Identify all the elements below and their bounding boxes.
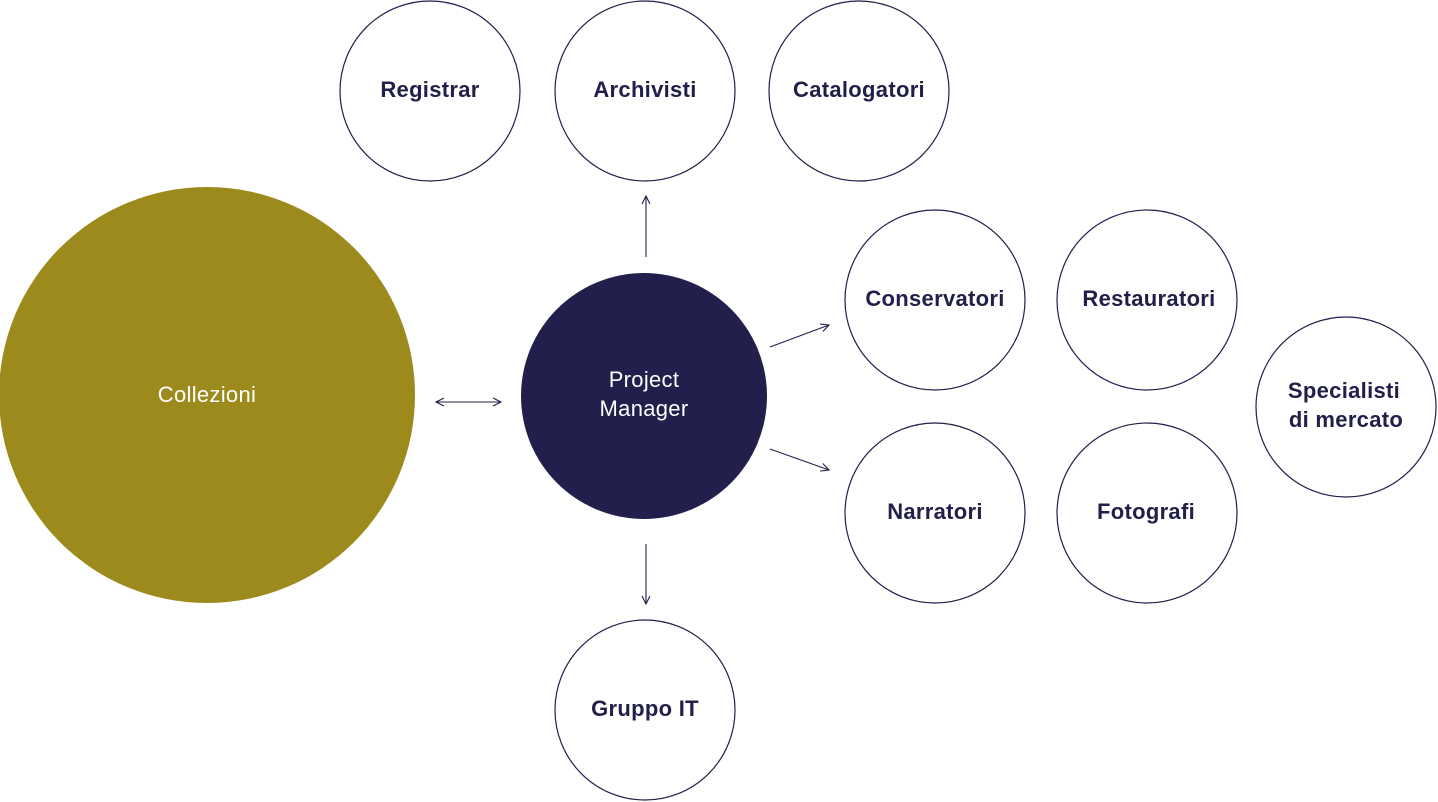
restauratori-circle — [1056, 209, 1238, 391]
node-conservatori: Conservatori — [844, 209, 1026, 391]
node-narratori: Narratori — [844, 422, 1026, 604]
archivisti-label: Archivisti — [593, 77, 696, 102]
catalogatori-circle — [768, 0, 950, 182]
node-archivisti: Archivisti — [554, 0, 736, 182]
arrow-to-conservatori — [769, 325, 829, 348]
node-gruppo-it: Gruppo IT — [554, 619, 736, 801]
conservatori-label: Conservatori — [865, 286, 1004, 311]
node-registrar: Registrar — [339, 0, 521, 182]
restauratori-label: Restauratori — [1082, 286, 1215, 311]
node-fotografi: Fotografi — [1056, 422, 1238, 604]
node-collezioni: Collezioni — [0, 187, 415, 603]
catalogatori-label: Catalogatori — [793, 77, 925, 102]
arrow-to-narratori — [769, 448, 829, 470]
fotografi-label: Fotografi — [1097, 499, 1195, 524]
registrar-label: Registrar — [380, 77, 479, 102]
project-manager-circle — [521, 273, 767, 519]
narratori-circle — [844, 422, 1026, 604]
collezioni-label: Collezioni — [158, 382, 256, 407]
registrar-circle — [339, 0, 521, 182]
project-manager-label-line-1: Project — [609, 367, 680, 392]
specialisti-label-line-1: Specialisti — [1288, 378, 1400, 403]
specialisti-circle — [1255, 316, 1437, 498]
node-restauratori: Restauratori — [1056, 209, 1238, 391]
node-specialisti-di-mercato: Specialisti di mercato — [1255, 316, 1437, 498]
project-manager-label-line-2: Manager — [600, 396, 689, 421]
node-catalogatori: Catalogatori — [768, 0, 950, 182]
gruppo-it-label: Gruppo IT — [591, 696, 699, 721]
node-project-manager: Project Manager — [521, 273, 767, 519]
fotografi-circle — [1056, 422, 1238, 604]
collezioni-circle — [0, 187, 415, 603]
gruppo-it-circle — [554, 619, 736, 801]
specialisti-label-line-2: di mercato — [1289, 407, 1403, 432]
archivisti-circle — [554, 0, 736, 182]
narratori-label: Narratori — [887, 499, 983, 524]
conservatori-circle — [844, 209, 1026, 391]
